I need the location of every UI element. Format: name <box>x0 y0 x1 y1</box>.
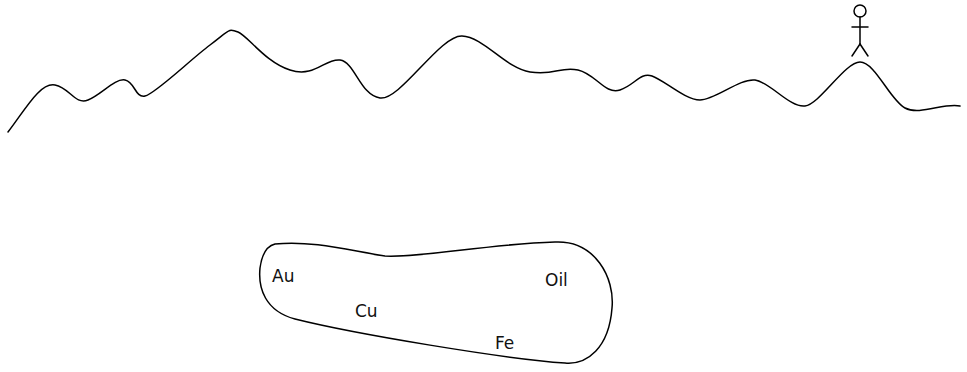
stick-figure <box>852 5 868 56</box>
resource-label: Cu <box>355 303 378 320</box>
resource-label: Au <box>272 268 294 285</box>
resource-label: Oil <box>545 272 568 289</box>
deposit-region: Au OilCuFe <box>255 238 617 368</box>
outline-path <box>260 242 613 363</box>
resource-label: Fe <box>495 335 514 352</box>
mountain-ridge <box>8 30 960 132</box>
region-outline <box>255 238 617 368</box>
